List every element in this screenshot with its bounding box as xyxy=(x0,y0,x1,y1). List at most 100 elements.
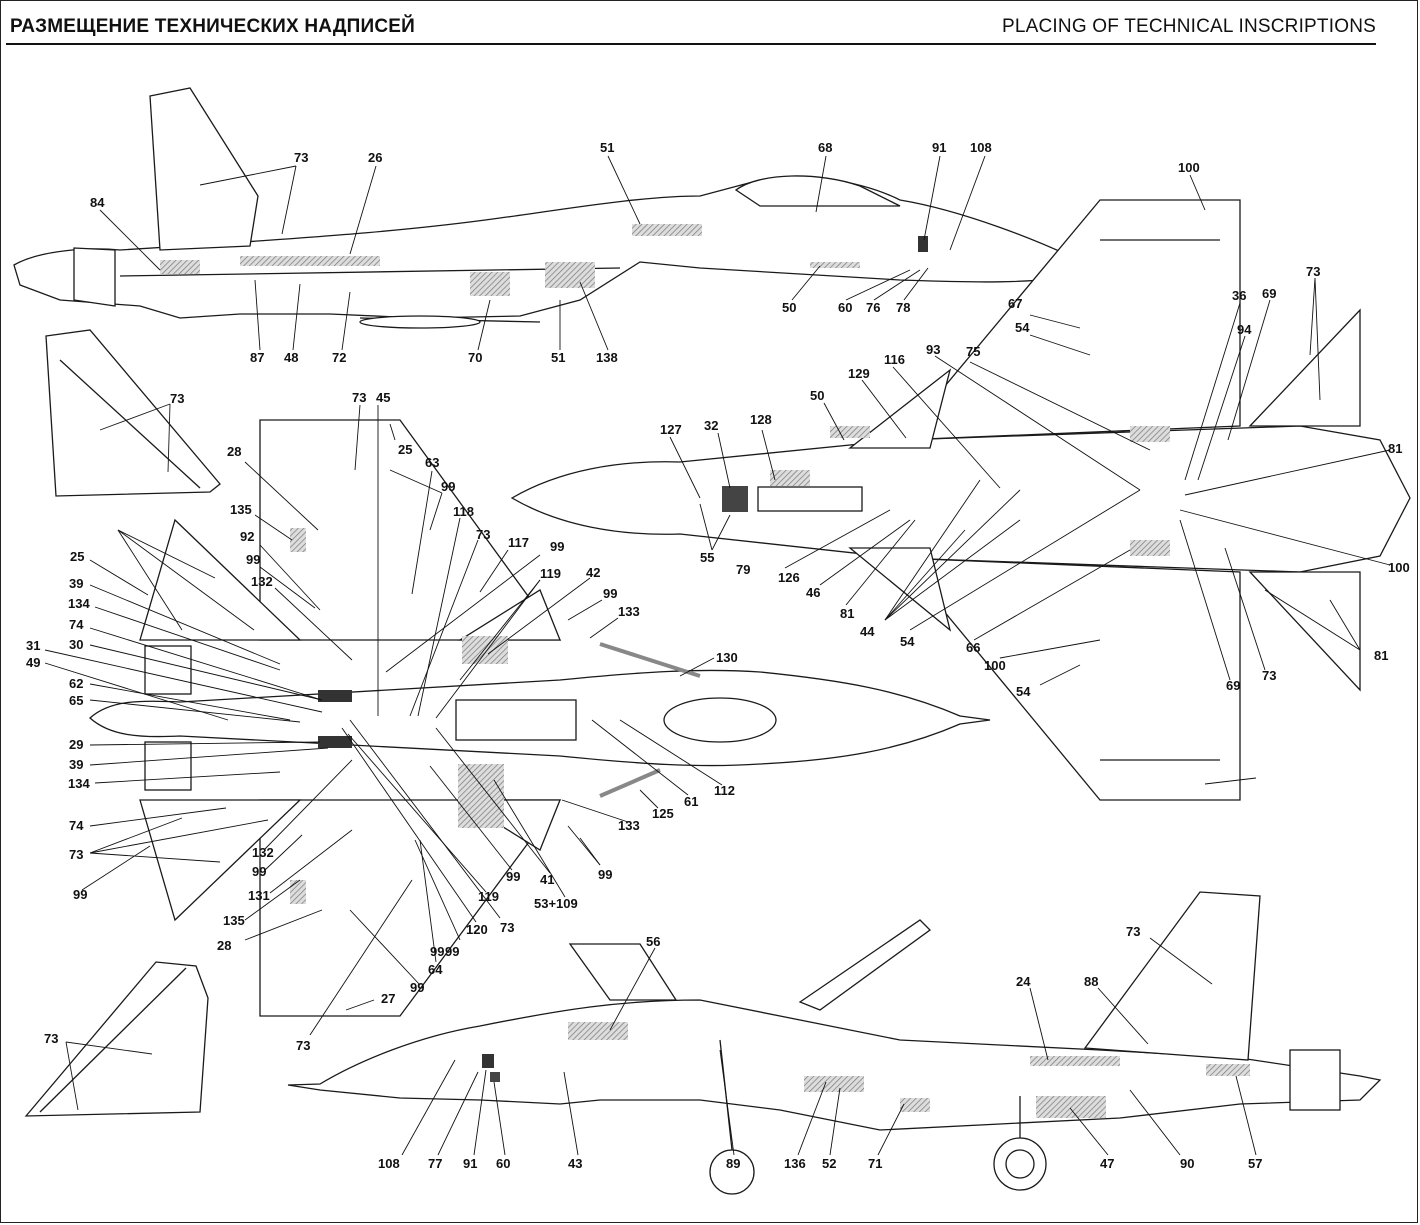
callout-81: 44 xyxy=(860,624,875,639)
title-russian: РАЗМЕЩЕНИЕ ТЕХНИЧЕСКИХ НАДПИСЕЙ xyxy=(10,16,416,37)
callout-48: 48 xyxy=(284,350,298,365)
bottom-view-stab-upper xyxy=(139,518,302,641)
callout-63: 63 xyxy=(425,455,439,470)
callout-133: 133 xyxy=(618,818,640,833)
callout-54: 69 xyxy=(1226,678,1240,693)
callout-99: 99 xyxy=(598,867,612,882)
callout-134: 134 xyxy=(68,776,90,791)
callout-125: 125 xyxy=(652,806,674,821)
callout-79: 126 xyxy=(778,570,800,585)
callout-73: 73 xyxy=(170,391,184,406)
top-view-wing-lower xyxy=(898,557,1241,801)
callout-60: 60 xyxy=(838,300,852,315)
callout-28: 28 xyxy=(217,938,231,953)
callout-78: 78 xyxy=(896,300,910,315)
callout-73: 81 xyxy=(1374,648,1388,663)
callout-87: 87 xyxy=(250,350,264,365)
tail-view-2 xyxy=(24,961,209,1117)
callout-69: 69 xyxy=(1262,286,1276,301)
callout-60: 60 xyxy=(496,1156,510,1171)
callout-99: 99 xyxy=(430,944,444,959)
callout-135: 135 xyxy=(223,913,245,928)
callout-120: 120 xyxy=(466,922,488,937)
side-bottom-vertical-tail xyxy=(1083,891,1261,1061)
callout-112: 112 xyxy=(714,783,735,798)
side-top-leaders xyxy=(99,155,986,351)
callout-128: 32 xyxy=(704,418,718,433)
callout-65: 65 xyxy=(69,693,83,708)
top-view-stab-upper xyxy=(1248,308,1361,427)
callout-73: 73 xyxy=(296,1038,310,1053)
callout-94: 94 xyxy=(1237,322,1252,337)
callout-81: 81 xyxy=(1388,441,1402,456)
side-top-line xyxy=(119,267,621,277)
callout-31: 31 xyxy=(26,638,40,653)
callout-51: 51 xyxy=(551,350,565,365)
bottom-view-lerx-upper xyxy=(457,589,561,641)
callout-46: 81 xyxy=(840,606,854,621)
bottom-view-stab-lower xyxy=(139,799,302,922)
callout-108: 108 xyxy=(970,140,992,155)
top-view-leaders xyxy=(669,174,1391,785)
callout-100: 54 xyxy=(1016,684,1031,699)
callout-61: 61 xyxy=(684,794,698,809)
callout-72: 72 xyxy=(332,350,346,365)
callout-90: 90 xyxy=(1180,1156,1194,1171)
callout-99: 99 xyxy=(73,887,87,902)
callout-77: 77 xyxy=(428,1156,442,1171)
side-bottom-leaders xyxy=(401,937,1257,1156)
callout-132: 132 xyxy=(252,845,274,860)
callout-117: 117 xyxy=(508,535,529,550)
callout-54: 66 xyxy=(966,640,980,655)
callout-39: 39 xyxy=(69,576,83,591)
side-bottom-canopy-open xyxy=(568,943,678,1001)
callout-73: 73 xyxy=(500,920,514,935)
callout-52: 52 xyxy=(822,1156,836,1171)
callout-127: 55 xyxy=(700,550,714,565)
callout-28: 28 xyxy=(227,444,241,459)
callout-55: 79 xyxy=(736,562,750,577)
callout-66: 100 xyxy=(984,658,1006,673)
callout-73: 73 xyxy=(294,150,308,165)
callout-73: 73 xyxy=(1126,924,1140,939)
callout-129: 50 xyxy=(810,388,824,403)
callout-118: 118 xyxy=(453,504,474,519)
header: РАЗМЕЩЕНИЕ ТЕХНИЧЕСКИХ НАДПИСЕЙ PLACING … xyxy=(0,0,1420,46)
callout-39: 39 xyxy=(69,757,83,772)
callout-69: 73 xyxy=(1262,668,1276,683)
top-view-lerx-lower xyxy=(848,547,952,632)
callout-99: 99 xyxy=(410,980,424,995)
callout-126: 46 xyxy=(806,585,820,600)
bottom-view-labels: 73 45 25 28 63 99 135 118 73 117 99 92 9… xyxy=(26,390,738,1053)
callout-71: 71 xyxy=(868,1156,882,1171)
callout-62: 62 xyxy=(69,676,83,691)
callout-131: 131 xyxy=(248,888,270,903)
callout-119: 119 xyxy=(540,566,561,581)
callout-73: 73 xyxy=(1306,264,1320,279)
callout-100: 67 xyxy=(1008,296,1022,311)
callout-81: 100 xyxy=(1388,560,1410,575)
callout-108: 108 xyxy=(378,1156,400,1171)
side-top-vertical-tail xyxy=(149,87,259,251)
callout-132: 132 xyxy=(251,574,273,589)
callout-130: 130 xyxy=(716,650,738,665)
callout-136: 136 xyxy=(784,1156,806,1171)
tail-view-1 xyxy=(45,329,221,497)
callout-42: 42 xyxy=(586,565,600,580)
callout-99: 99 xyxy=(506,869,520,884)
callout-70: 70 xyxy=(468,350,482,365)
top-view-wing-upper xyxy=(898,199,1241,441)
callout-74: 74 xyxy=(69,818,84,833)
callout-73: 73 xyxy=(476,527,490,542)
callout-119: 119 xyxy=(478,889,499,904)
callout-29: 29 xyxy=(69,737,83,752)
callout-91: 91 xyxy=(463,1156,477,1171)
callout-100: 100 xyxy=(1178,160,1200,175)
callout-51: 51 xyxy=(600,140,614,155)
callout-99: 99 xyxy=(603,586,617,601)
callout-135: 135 xyxy=(230,502,252,517)
callout-99: 99 xyxy=(550,539,564,554)
callout-93: 116 xyxy=(884,352,905,367)
header-rule xyxy=(6,43,1376,45)
